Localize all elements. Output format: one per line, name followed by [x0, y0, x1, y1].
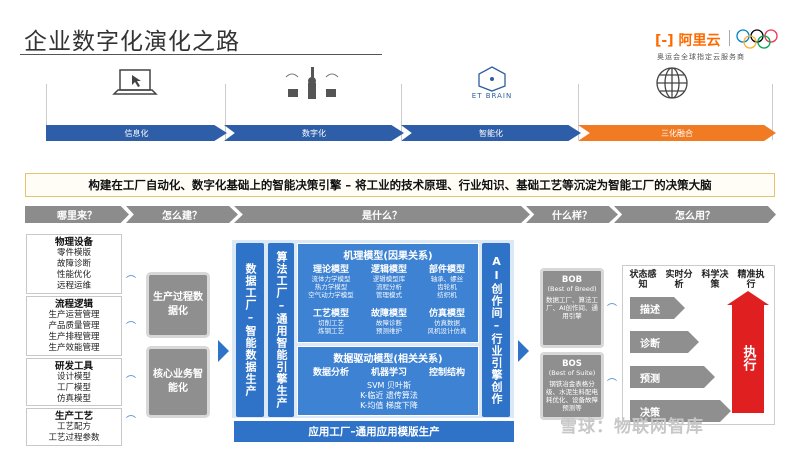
build-intelligent-core-business: 核心业务智能化 — [146, 346, 210, 418]
question-what-like: 什么样？ — [526, 206, 618, 223]
question-how-build: 怎么建？ — [126, 206, 238, 223]
head-realtime-analysis: 实时分析 — [665, 270, 693, 290]
action-predict: 预测 — [630, 366, 715, 388]
et-brain-label: ET BRAIN — [471, 92, 513, 100]
stage-arrow-intelligentization: 智能化 — [401, 125, 581, 141]
arrow-to-core — [218, 340, 229, 362]
machine-learning: 机器学习 — [370, 368, 407, 378]
question-what-is: 是什么？ — [234, 206, 530, 223]
category-rd-tools: 研发工具 设计模型工厂模型仿真模型 — [26, 358, 122, 406]
aliyun-mark-icon: [-] — [655, 33, 674, 49]
action-describe: 描述 — [630, 297, 685, 319]
robot-arm-icon — [272, 60, 352, 106]
control-structure: 控制结构 — [428, 368, 465, 378]
mechanism-model-title: 机理模型(因果关系) — [343, 251, 433, 262]
bob-box: BOB(Best of Breed)数据工厂、算法工厂、AI创作间、通用引擎 — [540, 268, 604, 348]
olympic-rings-icon — [736, 29, 778, 49]
logo-brand: [-] 阿里云 — [655, 33, 721, 49]
category-process-logic: 流程逻辑 生产运营管理产品质量管理生产排程管理生产效能管理 — [26, 296, 122, 356]
stage-arrow-informatization: 信息化 — [46, 125, 227, 141]
fault-model: 故障模型故障诊断预测维护 — [370, 309, 407, 335]
stage-arrow-digitalization: 数字化 — [224, 125, 404, 141]
watermark: 雪球：物联网智库 — [560, 417, 704, 437]
title-underline — [20, 54, 382, 55]
action-decide: 决策 — [630, 400, 731, 422]
question-how-use: 怎么用？ — [614, 206, 776, 223]
head-state-sense: 状态感知 — [629, 270, 657, 290]
ai-studio-bar: AI创作间–行业引擎创作 — [482, 243, 510, 417]
head-scientific-decision: 科学决策 — [701, 270, 729, 290]
simulation-model: 仿真模型仿真数据风机设计仿真 — [427, 309, 467, 335]
logo-subtitle: 奥运会全球指定云服务商 — [657, 53, 745, 61]
data-factory-bar: 数据工厂–智能数据生产 — [236, 243, 264, 417]
arrow-to-outcome — [518, 340, 529, 362]
globe-icon — [642, 60, 702, 106]
stage-arrow-three-fusion: 三化融合 — [578, 125, 776, 141]
laptop-icon — [95, 60, 175, 106]
build-digitize-production: 生产过程数据化 — [146, 272, 210, 338]
theory-model: 理论模型流体力学模型热力学模型空气动力学模型 — [308, 265, 354, 299]
page-title: 企业数字化演化之路 — [24, 29, 240, 55]
summary-banner: 构建在工厂自动化、数字化基础上的智能决策引擎 – 将工业的技术原理、行业知识、基… — [25, 173, 775, 197]
question-where-from: 哪里来？ — [25, 206, 129, 223]
algorithm-factory-bar: 算法工厂–通用智能引擎生产 — [268, 243, 294, 417]
category-physical-devices: 物理设备 零件模版故障诊断性能优化远程运维 — [26, 234, 122, 294]
component-model: 部件模型轴承、螺丝齿轮机纺织机 — [428, 265, 465, 299]
head-precise-execution: 精准执行 — [737, 270, 765, 290]
action-diagnose: 诊断 — [630, 331, 699, 353]
data-analysis: 数据分析 — [312, 368, 349, 378]
application-factory-bar: 应用工厂–通用应用模版生产 — [234, 421, 514, 442]
mechanism-model-panel: 机理模型(因果关系) 理论模型流体力学模型热力学模型空气动力学模型 逻辑模型逻辑… — [297, 243, 479, 343]
logic-model: 逻辑模型逻辑模型库流程分析管理模式 — [370, 265, 407, 299]
bos-box: BOS(Best of Suite)钢铁冶金表格分级、水泥生料配电耗优化、设备故… — [540, 352, 604, 420]
category-production-process: 生产工艺 工艺配方工艺过程参数 — [26, 408, 122, 446]
execute-bar: 执行 — [732, 303, 764, 413]
craft-model: 工艺模型切削工艺炼钢工艺 — [312, 309, 349, 335]
data-driven-model-title: 数据驱动模型(相关关系) — [333, 354, 443, 365]
aliyun-logo: [-] 阿里云 奥运会全球指定云服务商 — [655, 28, 790, 70]
et-brain-icon: ET BRAIN — [452, 60, 532, 106]
